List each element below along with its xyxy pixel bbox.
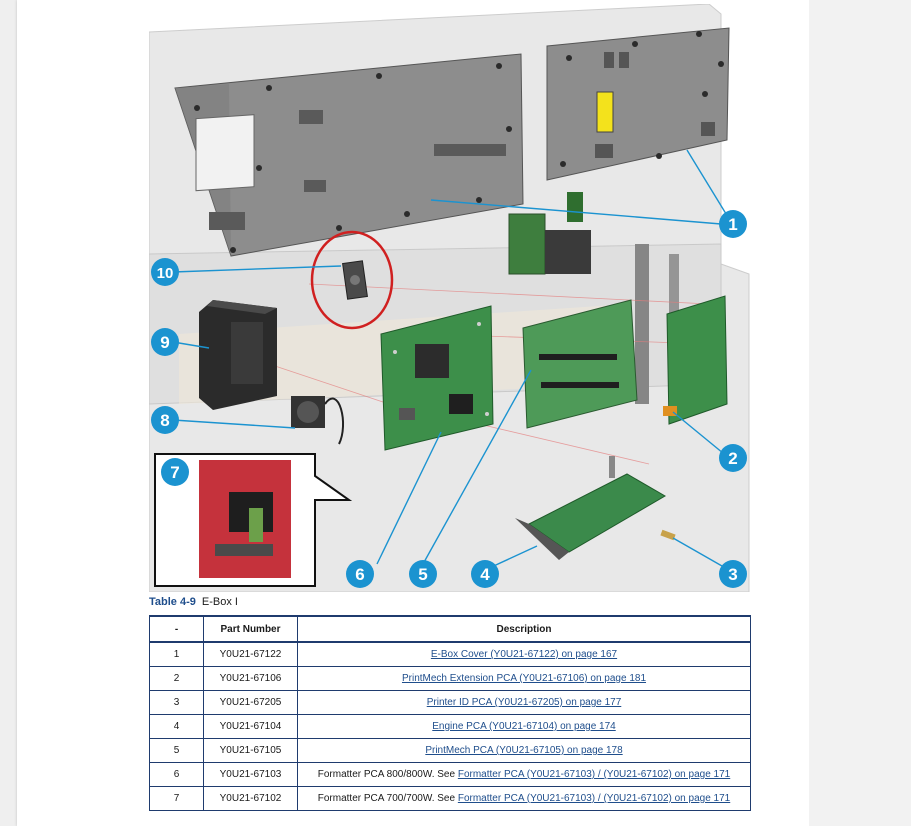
description-link[interactable]: PrintMech PCA (Y0U21-67105) on page 178 [425,745,623,756]
row-part-number: Y0U21-67205 [203,690,298,715]
item-10-part [310,230,394,330]
row-description: Formatter PCA 700/700W. See Formatter PC… [297,786,751,811]
callout-3: 3 [719,560,747,588]
header-index: - [149,615,204,643]
description-link[interactable]: Formatter PCA (Y0U21-67103) / (Y0U21-671… [457,769,731,780]
callout-6: 6 [346,560,374,588]
row-part-number: Y0U21-67103 [203,762,298,787]
callout-8: 8 [151,406,179,434]
callout-4: 4 [471,560,499,588]
table-title: E-Box I [201,596,238,608]
row-index: 1 [149,641,204,667]
svg-text:6: 6 [355,565,364,584]
row-index: 3 [149,690,204,715]
row-description: Printer ID PCA (Y0U21-67205) on page 177 [297,690,751,715]
item-9-part [199,300,277,410]
row-description: Formatter PCA 800/800W. See Formatter PC… [297,762,751,787]
description-link[interactable]: PrintMech Extension PCA (Y0U21-67106) on… [401,673,647,684]
internal-electronics [508,192,591,275]
header-part-number: Part Number [203,615,298,643]
item-3-part [660,529,676,541]
description-link[interactable]: E-Box Cover (Y0U21-67122) on page 167 [430,649,618,660]
table-header-row: - Part Number Description [149,615,751,643]
item-6-board [380,305,494,451]
svg-text:10: 10 [157,265,174,282]
callout-10: 10 [151,258,179,286]
callout-5: 5 [409,560,437,588]
callout-7: 7 [161,458,189,486]
svg-text:1: 1 [728,215,737,234]
row-index: 7 [149,786,204,811]
row-part-number: Y0U21-67102 [203,786,298,811]
svg-text:7: 7 [170,463,179,482]
description-text: Formatter PCA 800/800W. See [317,769,458,780]
row-description: PrintMech Extension PCA (Y0U21-67106) on… [297,666,751,691]
description-link[interactable]: Formatter PCA (Y0U21-67103) / (Y0U21-671… [457,793,731,804]
callout-2: 2 [719,444,747,472]
callout-1: 1 [719,210,747,238]
row-part-number: Y0U21-67104 [203,714,298,739]
svg-text:9: 9 [160,333,169,352]
item-7-inset [154,453,353,587]
table-number: Table 4-9 [149,596,196,608]
row-description: PrintMech PCA (Y0U21-67105) on page 178 [297,738,751,763]
row-part-number: Y0U21-67122 [203,641,298,667]
svg-text:4: 4 [480,565,490,584]
row-description: Engine PCA (Y0U21-67104) on page 174 [297,714,751,739]
ebox-exploded-diagram: 1 2 3 4 5 6 7 8 9 10 [149,4,750,592]
row-index: 2 [149,666,204,691]
svg-text:8: 8 [160,411,169,430]
svg-text:2: 2 [728,449,737,468]
ebox-cover-right [546,27,730,181]
item-8-part [291,396,345,445]
item-4-board [515,456,666,560]
description-link[interactable]: Engine PCA (Y0U21-67104) on page 174 [432,721,616,732]
table-caption: Table 4-9 E-Box I [149,596,238,608]
viewer-left-margin [0,0,17,826]
viewer-right-margin [809,0,911,826]
row-part-number: Y0U21-67105 [203,738,298,763]
item-2-board [663,295,728,425]
header-description: Description [297,615,751,643]
description-link[interactable]: Printer ID PCA (Y0U21-67205) on page 177 [426,697,622,708]
row-part-number: Y0U21-67106 [203,666,298,691]
row-index: 6 [149,762,204,787]
callout-9: 9 [151,328,179,356]
svg-text:3: 3 [728,565,737,584]
svg-text:5: 5 [418,565,427,584]
item-5-board [522,299,638,429]
row-index: 4 [149,714,204,739]
callout-leaders [172,149,732,571]
row-description: E-Box Cover (Y0U21-67122) on page 167 [297,641,751,667]
ebox-cover-left [174,53,524,257]
row-index: 5 [149,738,204,763]
description-text: Formatter PCA 700/700W. See [317,793,458,804]
